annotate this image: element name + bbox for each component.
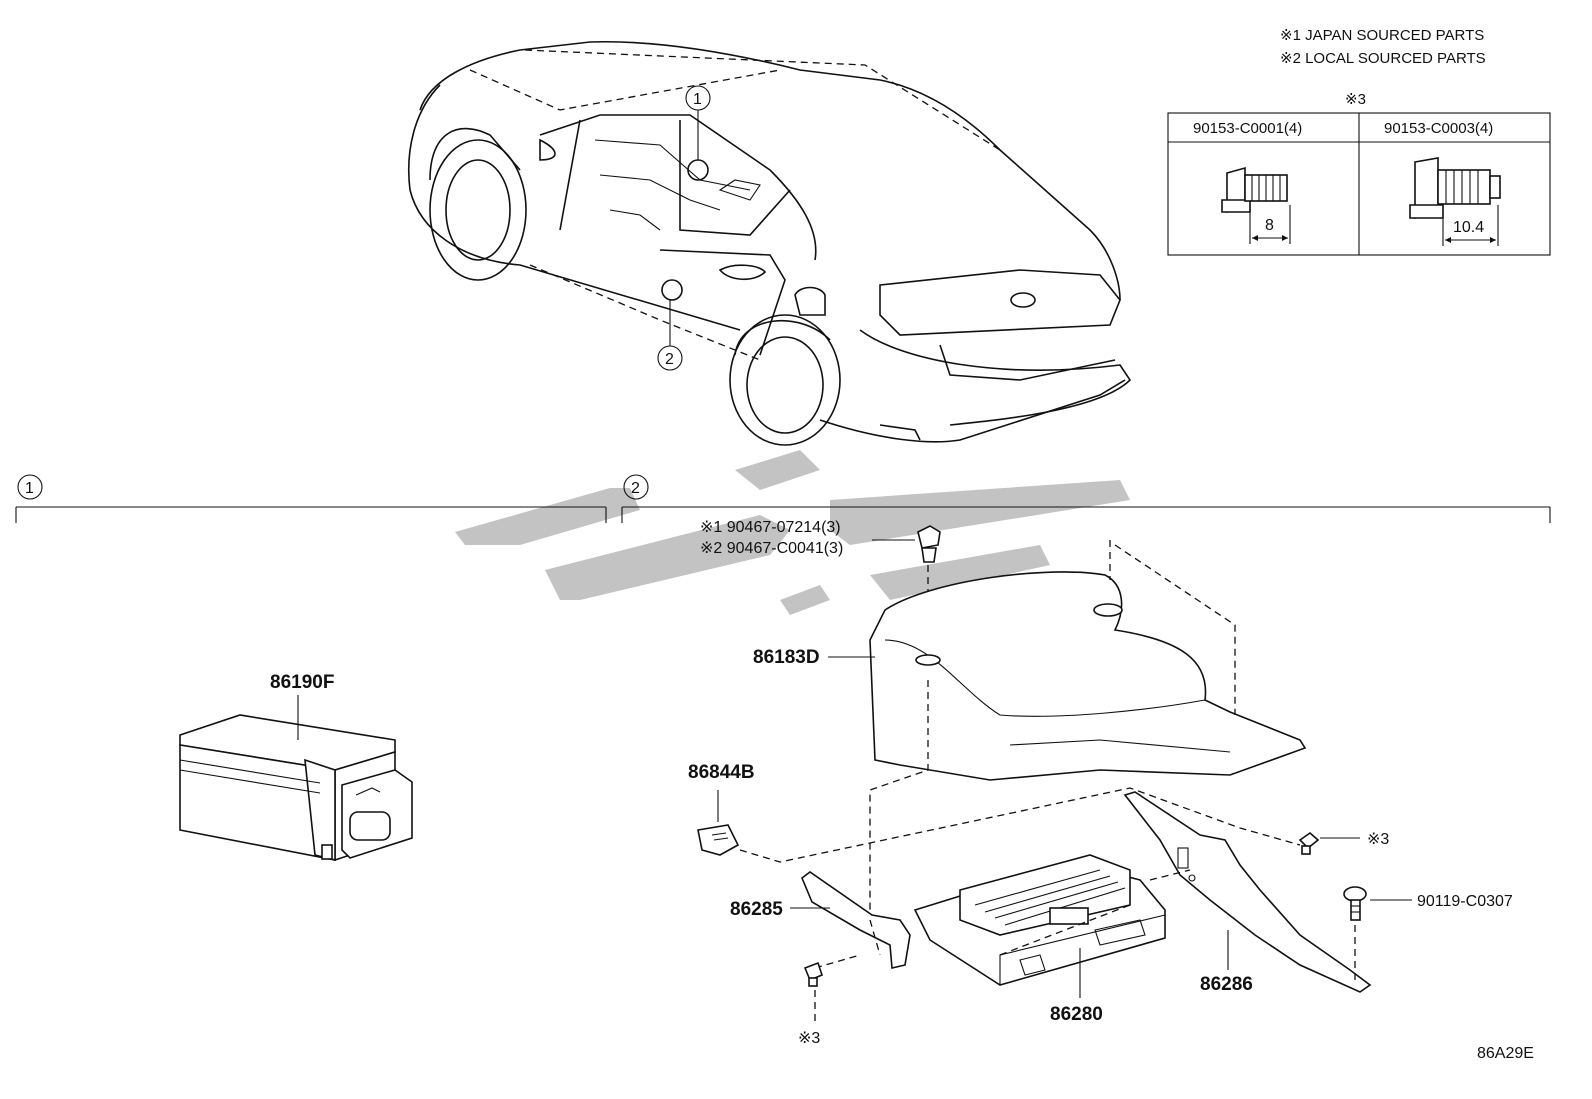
diagram-code: 86A29E (1477, 1045, 1534, 1062)
bracket-right-drawing (1123, 791, 1372, 993)
car-callout-1 (685, 85, 711, 111)
bolt-table-mark: ※3 (1345, 91, 1366, 108)
bolt-short-icon (1221, 166, 1291, 244)
note-local-sourced: ※2 LOCAL SOURCED PARTS (1280, 50, 1486, 67)
usb-module-drawing (179, 714, 413, 862)
section-2-index: 2 (631, 480, 640, 497)
label-90119-C0307: 90119-C0307 (1417, 893, 1513, 910)
bolt-table-col1-part: 90153-C0001(4) (1193, 120, 1302, 137)
bolt-bottom-left-icon (803, 961, 823, 987)
bolt-short-dimension: 8 (1265, 217, 1274, 234)
label-86286: 86286 (1200, 974, 1253, 995)
screw-drawing (1343, 886, 1367, 921)
vehicle-outline (407, 40, 1132, 446)
label-86183D: 86183D (753, 647, 820, 668)
bolt-table-col2-part: 90153-C0003(4) (1384, 120, 1493, 137)
label-86844B: 86844B (688, 762, 755, 783)
cap-drawing (697, 824, 740, 856)
section-2-header: 2 (621, 474, 1551, 523)
label-86280: 86280 (1050, 1004, 1103, 1025)
bolt-long-dimension: 10.4 (1453, 219, 1484, 236)
bracket-left-drawing (801, 871, 911, 969)
label-86285: 86285 (730, 899, 783, 920)
label-86190F: 86190F (270, 672, 334, 693)
label-clip-local: ※2 90467-C0041(3) (700, 540, 843, 557)
bolt-long-icon (1409, 157, 1501, 246)
ecu-drawing (913, 854, 1166, 986)
bolt-right-icon (1298, 831, 1320, 855)
car-callout-1-label: 1 (693, 91, 702, 108)
label-clip-japan: ※1 90467-07214(3) (700, 519, 841, 536)
section-1-header: 1 (15, 474, 607, 523)
car-callout-2-label: 2 (665, 351, 674, 368)
note-japan-sourced: ※1 JAPAN SOURCED PARTS (1280, 27, 1484, 44)
bolt-table: ※3 90153-C0001(4) 90153-C0003(4) 8 (1167, 91, 1551, 256)
watermark-logo (455, 450, 1130, 615)
label-bolt-right-mark: ※3 (1367, 831, 1389, 848)
label-bolt-bottom-mark: ※3 (798, 1030, 820, 1047)
clip-drawing (917, 525, 941, 563)
cover-drawing (869, 571, 1307, 781)
section-1-index: 1 (25, 480, 34, 497)
car-callout-2 (657, 345, 683, 371)
